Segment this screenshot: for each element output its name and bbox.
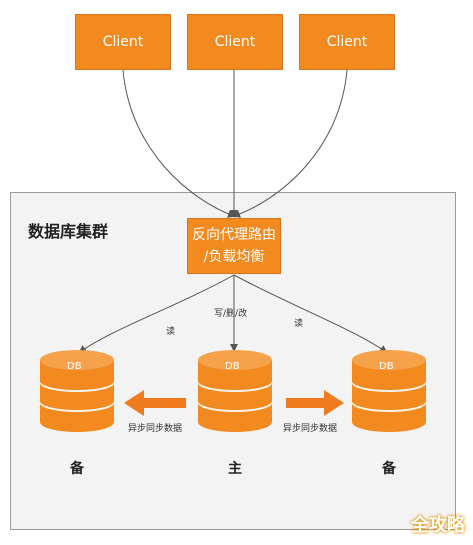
client-box-2: Client: [187, 14, 283, 70]
sync-label-left: 异步同步数据: [128, 424, 183, 434]
db-left-icon: [40, 350, 114, 432]
watermark-logo: 全攻略: [411, 515, 465, 536]
proxy-to-left-db-line: [78, 274, 235, 354]
db-left-label: DB: [67, 361, 82, 372]
db-center-label: DB: [225, 361, 240, 372]
edge-label-read-left: 读: [166, 327, 176, 337]
role-center-label: 主: [228, 461, 242, 477]
client-box-3: Client: [299, 14, 395, 70]
sync-arrow-right-icon: [286, 390, 344, 416]
proxy-line-2: /负载均衡: [203, 249, 265, 265]
client-3-to-proxy-line: [232, 69, 348, 218]
sync-arrow-left-icon: [124, 390, 186, 416]
role-left-label: 备: [70, 461, 84, 477]
cluster-title: 数据库集群: [28, 222, 109, 241]
client-box-1: Client: [75, 14, 171, 70]
role-right-label: 备: [382, 461, 396, 477]
db-center-icon: [198, 350, 272, 432]
proxy-to-right-db-line: [233, 274, 388, 354]
sync-label-right: 异步同步数据: [283, 424, 338, 434]
db-right-label: DB: [379, 361, 394, 372]
proxy-line-1: 反向代理路由: [192, 227, 276, 243]
edge-label-write: 写/删/改: [214, 309, 248, 319]
client-1-to-proxy-line: [122, 69, 236, 218]
reverse-proxy-box: 反向代理路由 /负载均衡: [187, 218, 281, 274]
db-right-icon: [352, 350, 426, 432]
edge-label-read-right: 读: [294, 319, 304, 329]
